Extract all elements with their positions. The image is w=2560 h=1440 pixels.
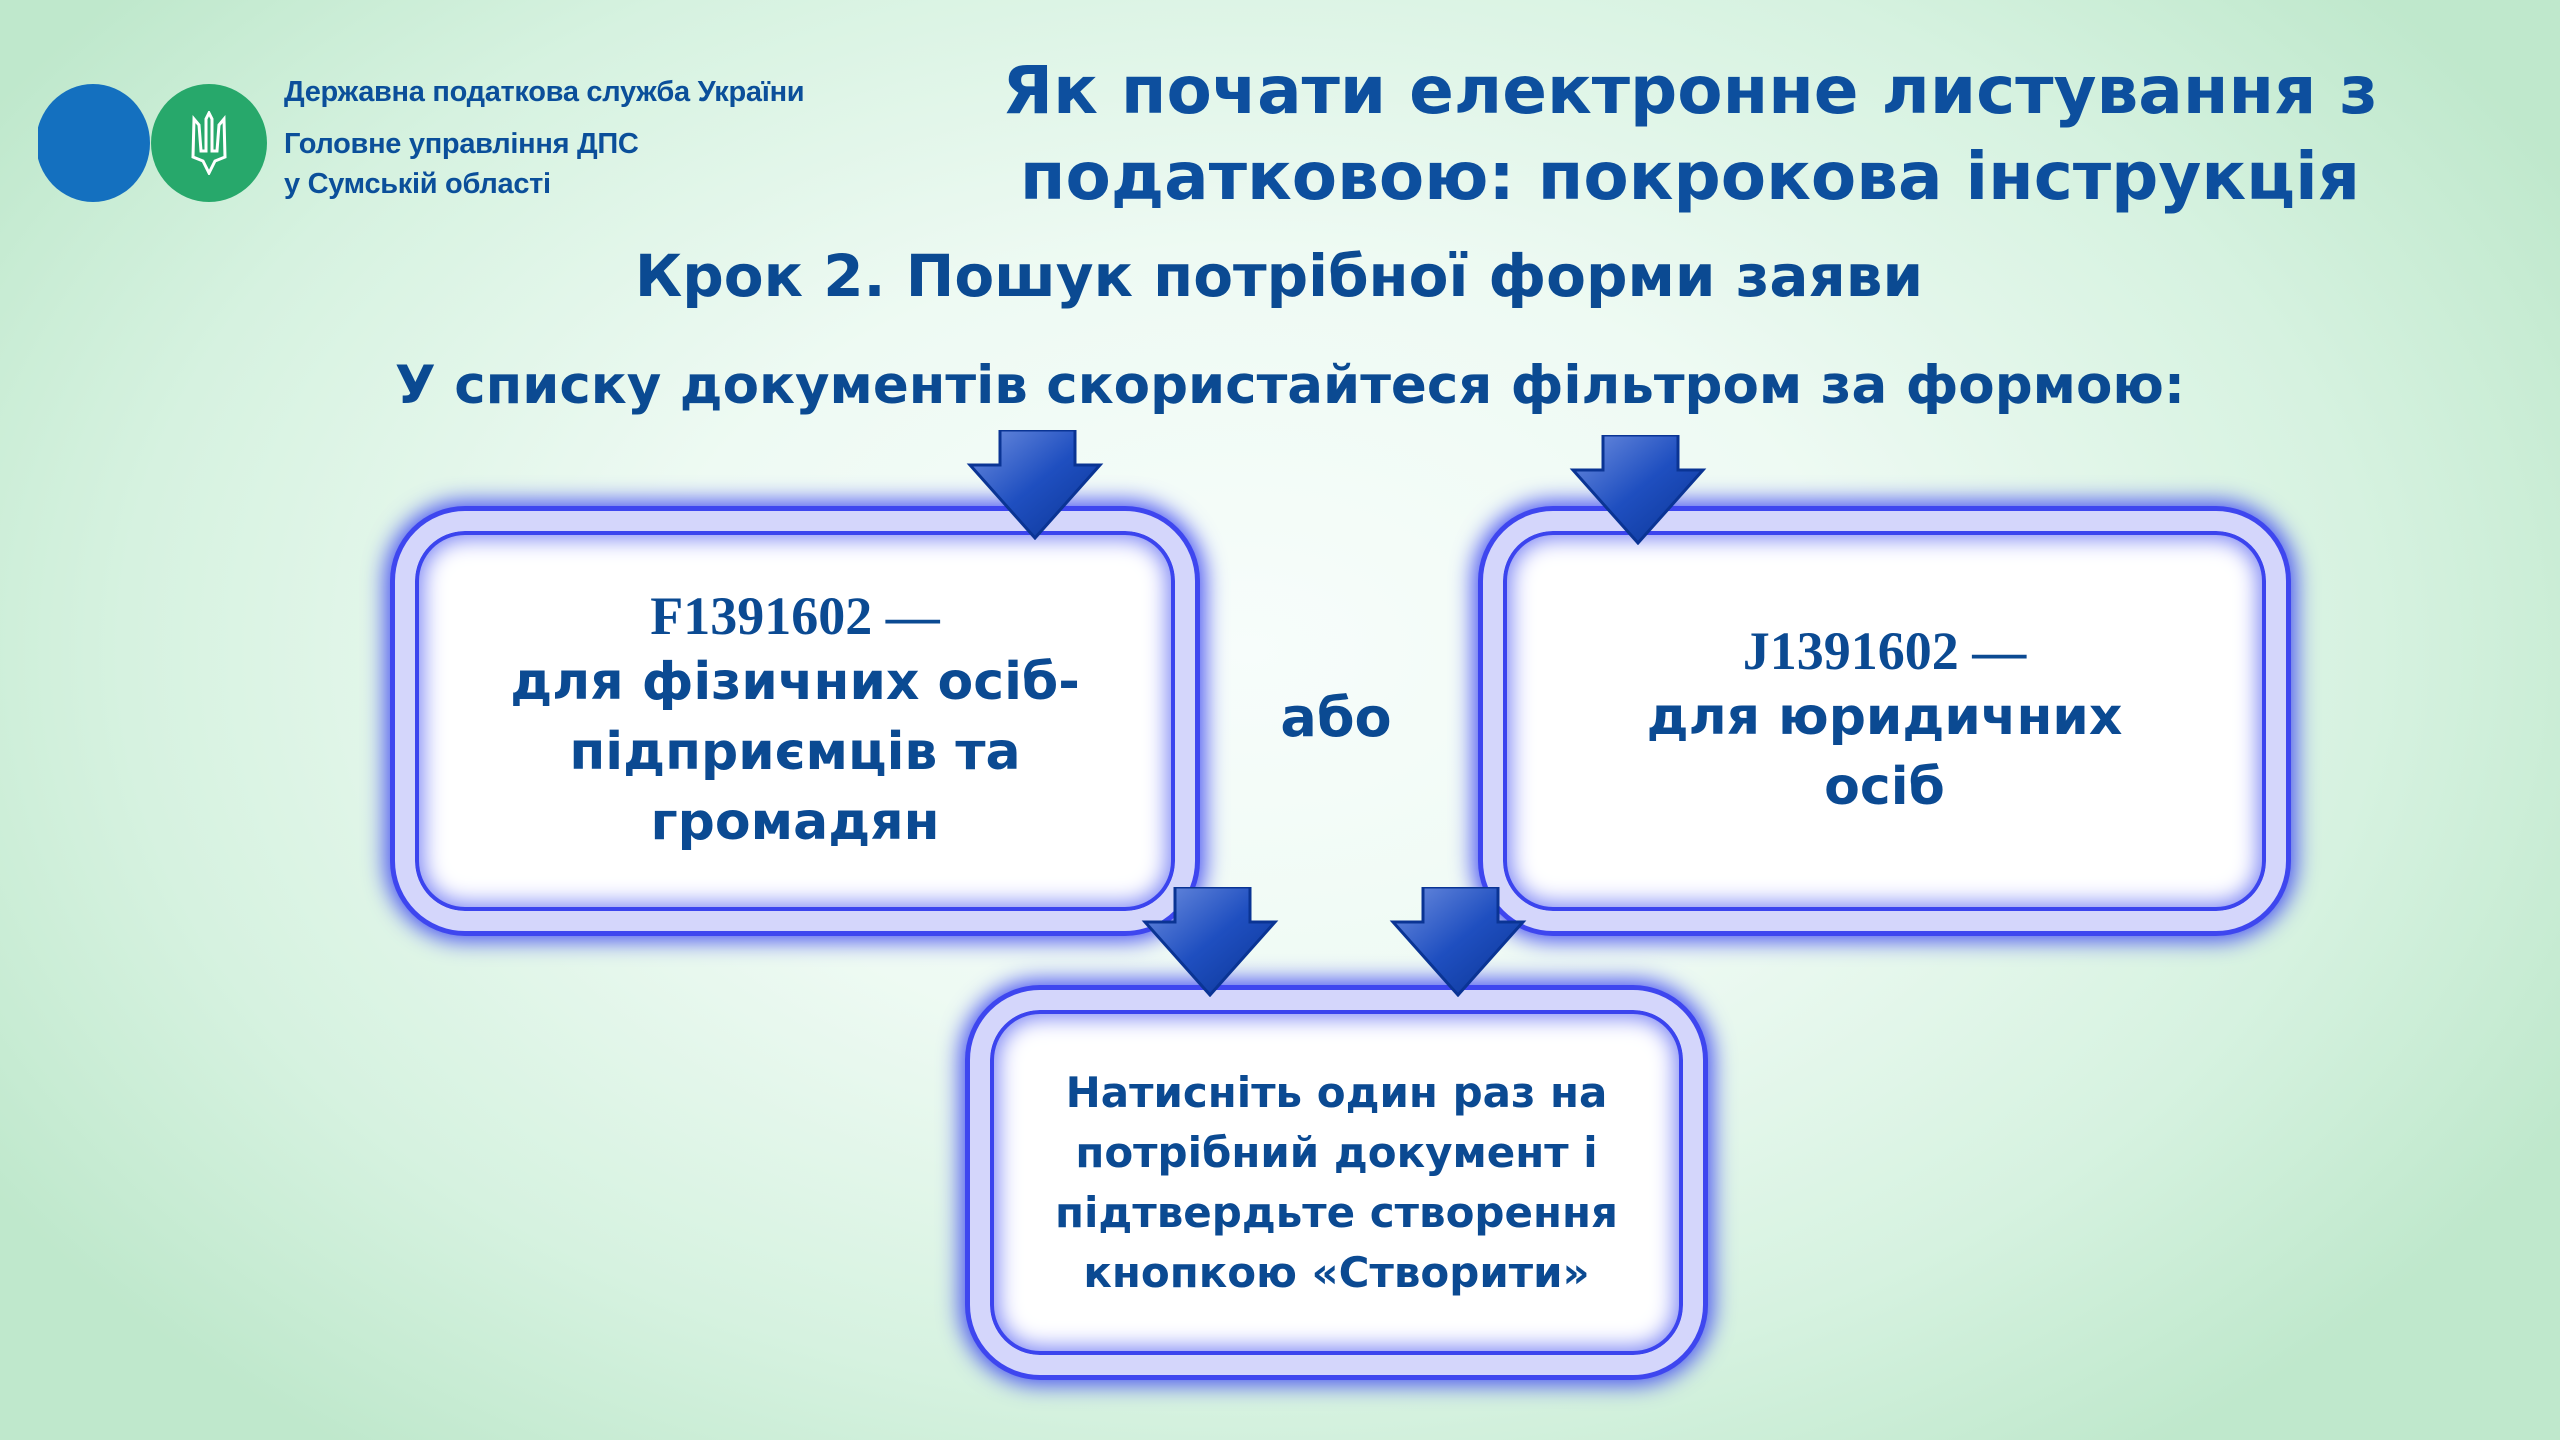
box-line: для юридичних — [1646, 687, 2123, 747]
box-line: підприємців та — [569, 722, 1021, 782]
box-line: для фізичних осіб- — [510, 652, 1080, 712]
form-code: F1391602 — — [650, 586, 940, 646]
page-title: Як почати електронне листування з податк… — [880, 48, 2500, 220]
box-action: Натисніть один раз на потрібний документ… — [970, 990, 1703, 1375]
box-individuals: F1391602 — для фізичних осіб- підприємці… — [395, 511, 1195, 931]
box-line: кнопкою «Створити» — [1083, 1247, 1590, 1297]
arrow-down-icon — [965, 430, 1105, 540]
org-unit-line2: у Сумській області — [284, 168, 551, 200]
title-line: Як почати електронне листування з — [1002, 52, 2378, 129]
trident-icon — [191, 111, 227, 175]
org-unit-line1: Головне управління ДПС — [284, 128, 639, 160]
logo-blue-circle — [38, 84, 150, 202]
step-heading: Крок 2. Пошук потрібної форми заяви — [634, 242, 1924, 310]
or-label: або — [1280, 686, 1392, 749]
org-name: Державна податкова служба України — [284, 76, 805, 108]
title-line: податковою: покрокова інструкція — [1019, 138, 2361, 215]
box-legal: J1391602 — для юридичних осіб — [1483, 511, 2286, 931]
logo-green-circle — [151, 84, 267, 202]
arrow-down-icon — [1568, 435, 1708, 545]
box-line: Натисніть один раз на — [1065, 1067, 1608, 1117]
arrow-down-icon — [1140, 887, 1280, 997]
box-line: громадян — [650, 792, 940, 852]
box-line: потрібний документ і — [1075, 1127, 1598, 1177]
box-line: осіб — [1824, 757, 1945, 817]
box-line: підтвердьте створення — [1055, 1187, 1618, 1237]
arrow-down-icon — [1388, 887, 1528, 997]
form-code: J1391602 — — [1742, 621, 2027, 681]
instruction-text: У списку документів скористайтеся фільтр… — [394, 355, 2186, 416]
